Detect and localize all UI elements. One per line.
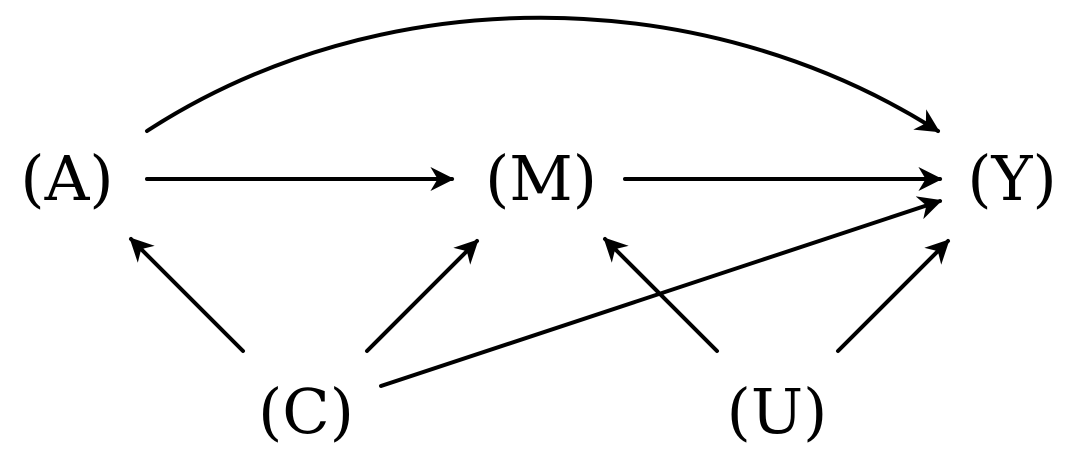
node-u-label: (U) — [727, 375, 828, 448]
node-m-label: (M) — [485, 142, 597, 215]
edge-c-to-a — [129, 237, 245, 353]
node-y-label: (Y) — [967, 142, 1056, 215]
edge-u-to-y — [836, 239, 950, 353]
edges — [129, 15, 950, 388]
nodes: (A) (M) (Y) (C) (U) — [20, 142, 1056, 448]
node-c-label: (C) — [258, 375, 354, 448]
node-a-label: (A) — [20, 142, 113, 215]
edge-a-to-y — [145, 15, 941, 133]
edge-u-to-m — [603, 237, 719, 353]
edge-c-to-m — [365, 239, 479, 353]
